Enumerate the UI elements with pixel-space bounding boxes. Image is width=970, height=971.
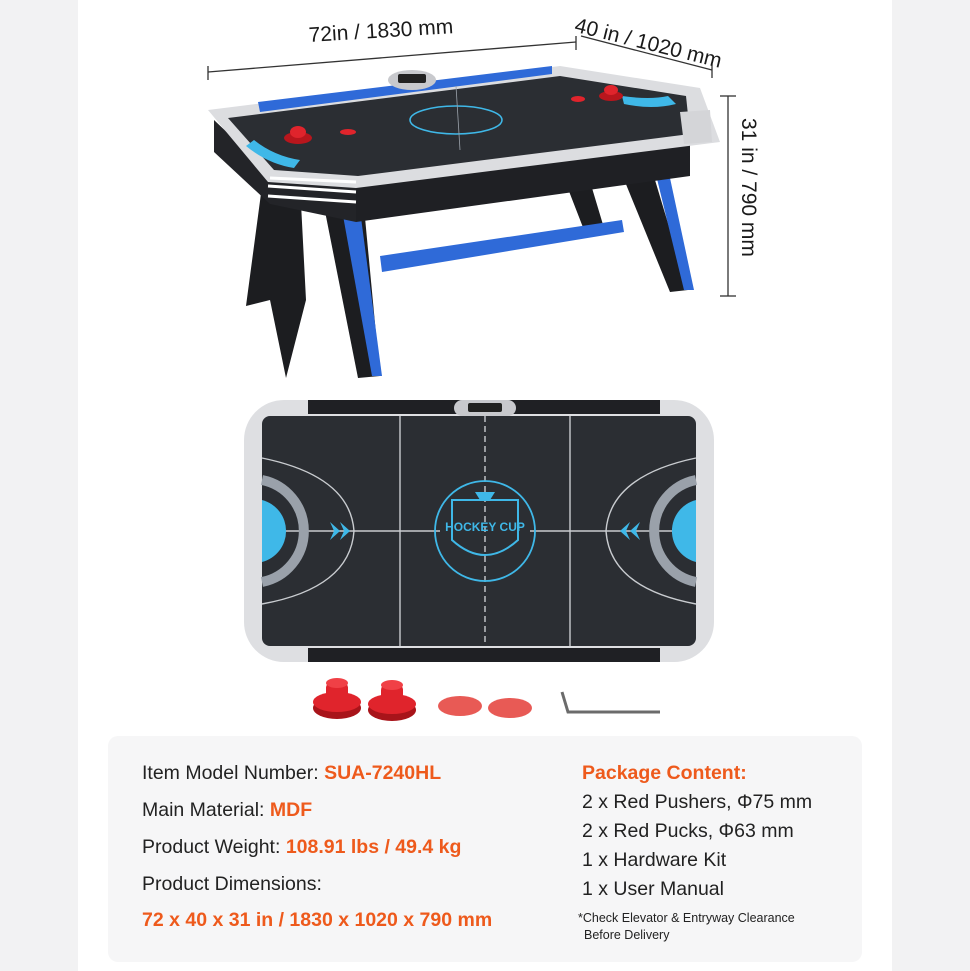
- package-title: Package Content:: [582, 762, 747, 784]
- spec-weight-label: Product Weight:: [142, 836, 281, 858]
- table-leg-front-left: [246, 184, 306, 378]
- table-leg-back-right: [612, 150, 688, 292]
- spec-model: Item Model Number: SUA-7240HL: [142, 762, 441, 785]
- package-item: 1 x Hardware Kit: [582, 849, 727, 871]
- spec-weight: Product Weight: 108.91 lbs / 49.4 kg: [142, 836, 461, 859]
- table-crossbar: [380, 220, 624, 272]
- spec-dimensions-value: 72 x 40 x 31 in / 1830 x 1020 x 790 mm: [142, 909, 493, 931]
- package-item: 2 x Red Pucks, Φ63 mm: [582, 820, 794, 842]
- package-item: 1 x User Manual: [582, 878, 724, 900]
- dimension-lines: [207, 35, 736, 297]
- hex-key-icon: [560, 691, 660, 714]
- red-pusher-icon: [313, 678, 361, 719]
- spec-card: Item Model Number: SUA-7240HL Main Mater…: [108, 736, 862, 962]
- red-puck-icon: [438, 696, 482, 716]
- spec-material-label: Main Material:: [142, 799, 265, 821]
- delivery-note: *Check Elevator & Entryway Clearance Bef…: [578, 910, 795, 944]
- spec-material: Main Material: MDF: [142, 799, 312, 822]
- delivery-note-line2: Before Delivery: [584, 928, 670, 942]
- accessories-row: [313, 678, 660, 721]
- spec-weight-value: 108.91 lbs / 49.4 kg: [285, 836, 462, 858]
- table-logo-text: HOCKEY CUP: [445, 520, 525, 534]
- spec-dimensions-label: Product Dimensions:: [142, 873, 322, 895]
- table-top-view: HOCKEY CUP: [244, 400, 714, 662]
- red-pusher-icon: [368, 680, 416, 721]
- spec-model-label: Item Model Number:: [142, 762, 319, 784]
- red-puck-icon: [488, 698, 532, 718]
- delivery-note-line1: *Check Elevator & Entryway Clearance: [578, 911, 795, 925]
- table-perspective-view: [208, 66, 720, 378]
- package-item: 2 x Red Pushers, Φ75 mm: [582, 791, 813, 813]
- spec-material-value: MDF: [269, 799, 313, 821]
- spec-model-value: SUA-7240HL: [324, 762, 442, 784]
- dimension-height-label: 31 in / 790 mm: [737, 118, 760, 257]
